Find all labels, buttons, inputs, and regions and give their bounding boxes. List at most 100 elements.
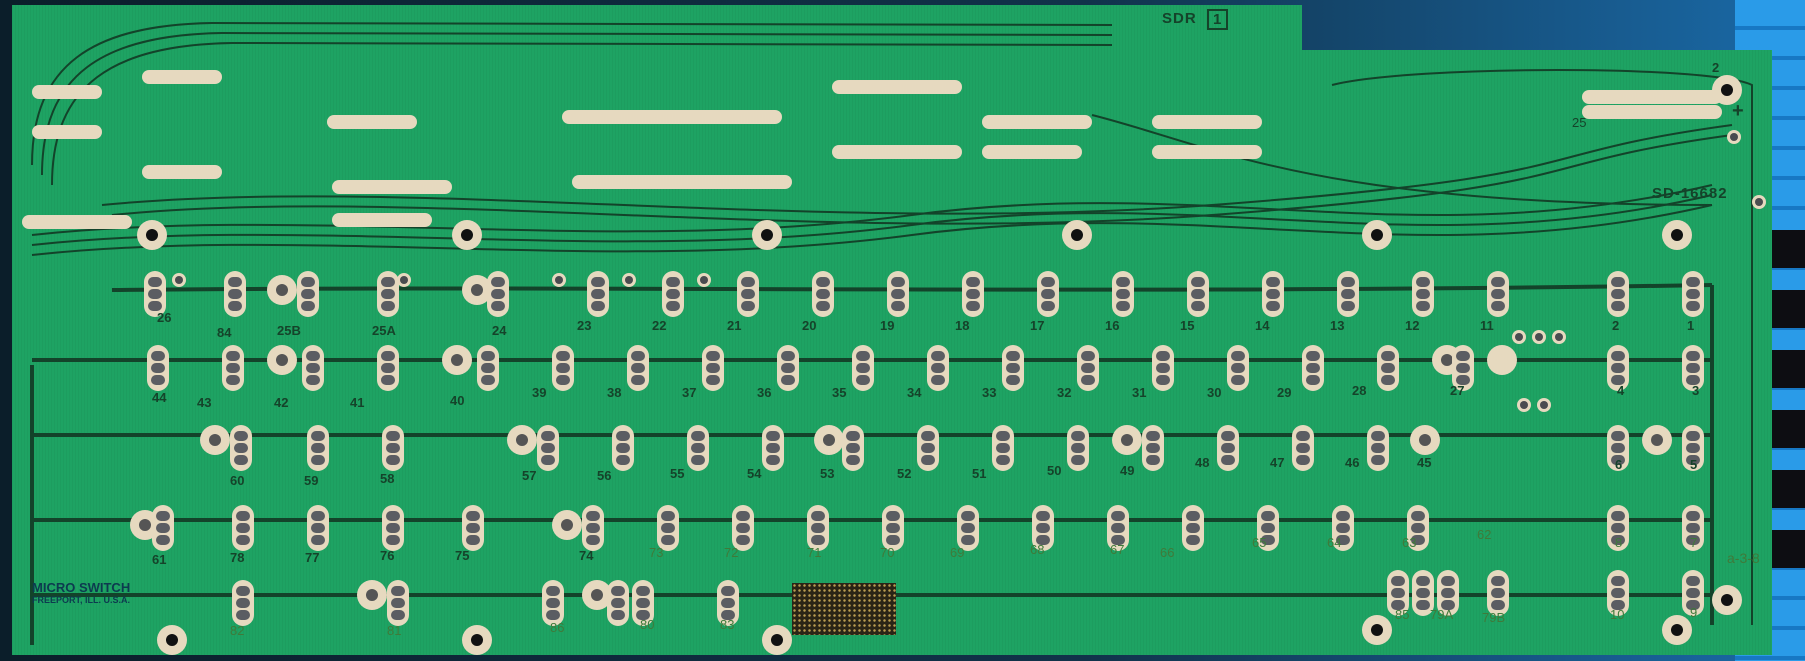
key-label: 6 xyxy=(1615,457,1623,472)
key-label: 78 xyxy=(230,550,245,565)
key-switch-pad xyxy=(1067,425,1089,471)
key-switch-pad xyxy=(807,505,829,551)
key-label: 2 xyxy=(1612,318,1620,333)
key-label: 66 xyxy=(1160,545,1175,560)
via xyxy=(1537,398,1551,412)
mounting-hole xyxy=(462,625,492,655)
stabilizer-hole xyxy=(267,275,297,305)
ic-pad-row xyxy=(142,70,222,84)
key-label: 46 xyxy=(1345,455,1360,470)
key-label: 51 xyxy=(972,466,987,481)
key-label: 56 xyxy=(597,468,612,483)
key-label: 74 xyxy=(579,548,594,563)
key-switch-pad xyxy=(1112,271,1134,317)
key-label: 42 xyxy=(274,395,289,410)
key-switch-pad xyxy=(307,425,329,471)
key-label: 82 xyxy=(230,623,245,638)
key-switch-pad xyxy=(1377,345,1399,391)
key-switch-pad xyxy=(382,425,404,471)
ic-pad-row xyxy=(982,115,1092,129)
key-switch-pad xyxy=(1332,505,1354,551)
key-label: 25B xyxy=(277,323,301,338)
key-label: 62 xyxy=(1477,527,1492,542)
key-label: 29 xyxy=(1277,385,1292,400)
key-switch-pad xyxy=(1077,345,1099,391)
key-switch-pad xyxy=(1337,271,1359,317)
key-switch-pad xyxy=(462,505,484,551)
key-label: 11 xyxy=(1480,318,1494,333)
key-switch-pad xyxy=(1302,345,1324,391)
key-label: 75 xyxy=(455,548,470,563)
stabilizer-hole xyxy=(507,425,537,455)
key-label: 35 xyxy=(832,385,847,400)
key-switch-pad xyxy=(307,505,329,551)
key-label: 58 xyxy=(380,471,395,486)
key-label: 12 xyxy=(1405,318,1420,333)
key-switch-pad xyxy=(232,505,254,551)
connector-pin-label: 2 xyxy=(1712,60,1720,75)
key-label: 9 xyxy=(1690,605,1698,620)
key-label: 71 xyxy=(807,545,822,560)
key-switch-pad xyxy=(1407,505,1429,551)
mounting-hole xyxy=(762,625,792,655)
key-label: 49 xyxy=(1120,463,1135,478)
key-label: 5 xyxy=(1690,457,1698,472)
key-label: 15 xyxy=(1180,318,1195,333)
key-switch-pad xyxy=(657,505,679,551)
key-switch-pad xyxy=(377,345,399,391)
key-switch-pad xyxy=(852,345,874,391)
key-switch-pad xyxy=(222,345,244,391)
key-switch-pad xyxy=(1032,505,1054,551)
key-label: 63 xyxy=(1402,535,1417,550)
stabilizer-hole xyxy=(1487,345,1517,375)
part-number-label: SD-16682 xyxy=(1652,185,1728,202)
key-label: 32 xyxy=(1057,385,1072,400)
key-label: 24 xyxy=(492,323,507,338)
key-label: 79A xyxy=(1430,607,1454,622)
key-label: 30 xyxy=(1207,385,1222,400)
key-label: 3 xyxy=(1692,383,1700,398)
foam-pad xyxy=(792,583,896,635)
connector-pad-row xyxy=(1582,105,1722,119)
key-label: 4 xyxy=(1617,383,1625,398)
ic-pad-row xyxy=(142,165,222,179)
ic-pad-row xyxy=(832,145,962,159)
key-switch-pad xyxy=(1257,505,1279,551)
ic-pad-row xyxy=(1152,145,1262,159)
key-switch-pad xyxy=(1607,271,1629,317)
key-label: 77 xyxy=(305,550,320,565)
key-switch-pad xyxy=(587,271,609,317)
key-switch-pad xyxy=(777,345,799,391)
stabilizer-hole xyxy=(1112,425,1142,455)
key-switch-pad xyxy=(662,271,684,317)
mounting-hole xyxy=(1662,220,1692,250)
via xyxy=(1727,130,1741,144)
key-label: 22 xyxy=(652,318,667,333)
stabilizer-hole xyxy=(1642,425,1672,455)
key-switch-pad xyxy=(1037,271,1059,317)
key-switch-pad xyxy=(762,425,784,471)
key-label: 80 xyxy=(640,617,655,632)
via xyxy=(622,273,636,287)
via xyxy=(1552,330,1566,344)
key-switch-pad xyxy=(1152,345,1174,391)
via xyxy=(1512,330,1526,344)
key-switch-pad xyxy=(1367,425,1389,471)
key-label: 21 xyxy=(727,318,742,333)
key-label: 68 xyxy=(1030,542,1045,557)
via xyxy=(172,273,186,287)
key-label: 47 xyxy=(1270,455,1285,470)
ic-pad-row xyxy=(332,180,452,194)
key-label: 69 xyxy=(950,545,965,560)
connector-pin-label: 25 xyxy=(1572,115,1587,130)
key-switch-pad xyxy=(1002,345,1024,391)
revision-mark: a-3-8 xyxy=(1727,550,1760,566)
ic-pad-row xyxy=(32,85,102,99)
key-switch-pad xyxy=(537,425,559,471)
maker-name: MICRO SWITCH xyxy=(32,580,131,595)
key-switch-pad xyxy=(732,505,754,551)
key-switch-pad xyxy=(1227,345,1249,391)
key-label: 13 xyxy=(1330,318,1345,333)
key-switch-pad xyxy=(1487,570,1509,616)
ic-pad-row xyxy=(1152,115,1262,129)
